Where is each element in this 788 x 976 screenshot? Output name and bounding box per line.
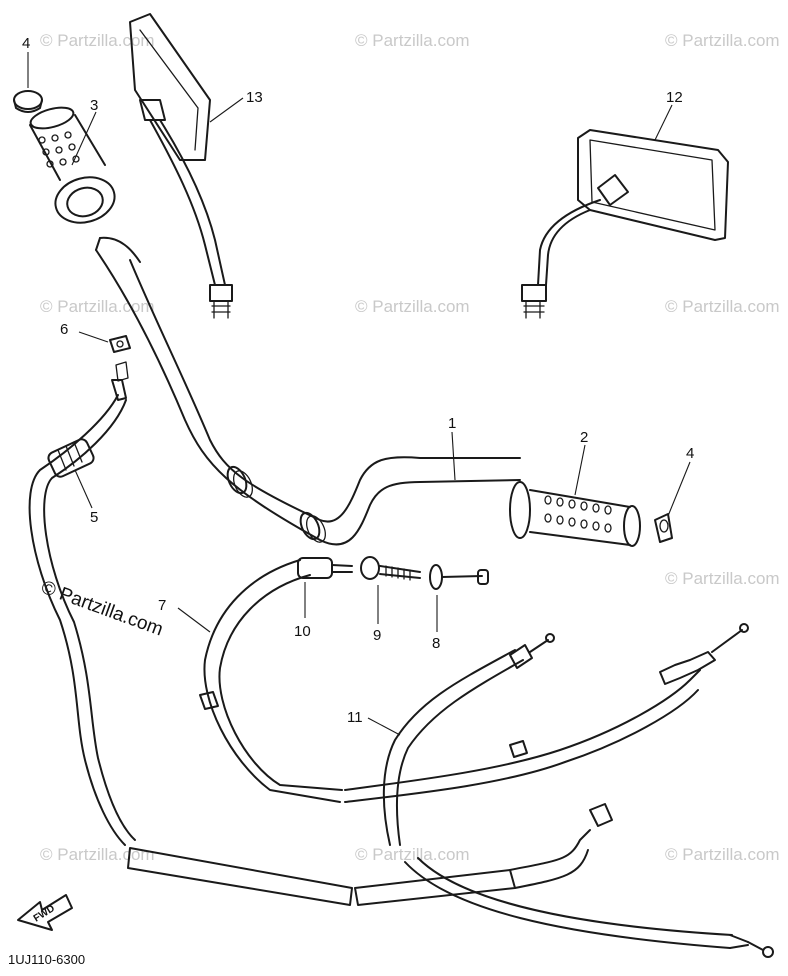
grip-end-right xyxy=(654,513,673,543)
watermarks: © Partzilla.com © Partzilla.com © Partzi… xyxy=(38,31,779,864)
watermark: © Partzilla.com xyxy=(355,297,470,316)
right-grip xyxy=(509,481,641,547)
callout-11: 11 xyxy=(347,709,363,726)
watermark: © Partzilla.com xyxy=(355,845,470,864)
watermark: © Partzilla.com xyxy=(665,297,780,316)
watermark: © Partzilla.com xyxy=(355,31,470,50)
callout-3: 3 xyxy=(90,97,98,114)
callout-12: 12 xyxy=(666,89,683,106)
callouts: 1 2 3 4 4 5 6 7 8 9 10 11 12 13 xyxy=(22,35,694,726)
callout-4: 4 xyxy=(22,35,30,52)
callout-2: 2 xyxy=(580,429,588,446)
throttle-cable xyxy=(28,379,613,906)
watermark: © Partzilla.com xyxy=(665,569,780,588)
watermark: © Partzilla.com xyxy=(40,31,155,50)
callout-6: 6 xyxy=(60,321,68,338)
adjuster-nut xyxy=(109,335,131,382)
callout-4: 4 xyxy=(686,445,694,462)
callout-5: 5 xyxy=(90,509,98,526)
forward-arrow-icon: FWD xyxy=(17,894,73,931)
callout-9: 9 xyxy=(373,627,381,644)
diagram-code: 1UJ110-6300 xyxy=(8,952,85,967)
adjuster-assembly xyxy=(360,556,489,590)
callout-7: 7 xyxy=(158,597,166,614)
callout-10: 10 xyxy=(294,623,311,640)
handlebar xyxy=(95,236,521,546)
left-mirror xyxy=(129,13,233,319)
callout-13: 13 xyxy=(246,89,263,106)
grip-end-left xyxy=(13,90,43,113)
watermark: © Partzilla.com xyxy=(40,297,155,316)
right-mirror xyxy=(521,129,729,319)
callout-1: 1 xyxy=(448,415,456,432)
control-cable xyxy=(344,623,774,958)
leader-lines xyxy=(27,52,691,736)
watermark: © Partzilla.com xyxy=(665,845,780,864)
clutch-cable xyxy=(199,557,353,803)
watermark: © Partzilla.com xyxy=(40,845,155,864)
throttle-grip xyxy=(29,106,116,224)
callout-8: 8 xyxy=(432,635,440,652)
watermark: © Partzilla.com xyxy=(665,31,780,50)
watermark-main: © Partzilla.com xyxy=(38,577,165,641)
